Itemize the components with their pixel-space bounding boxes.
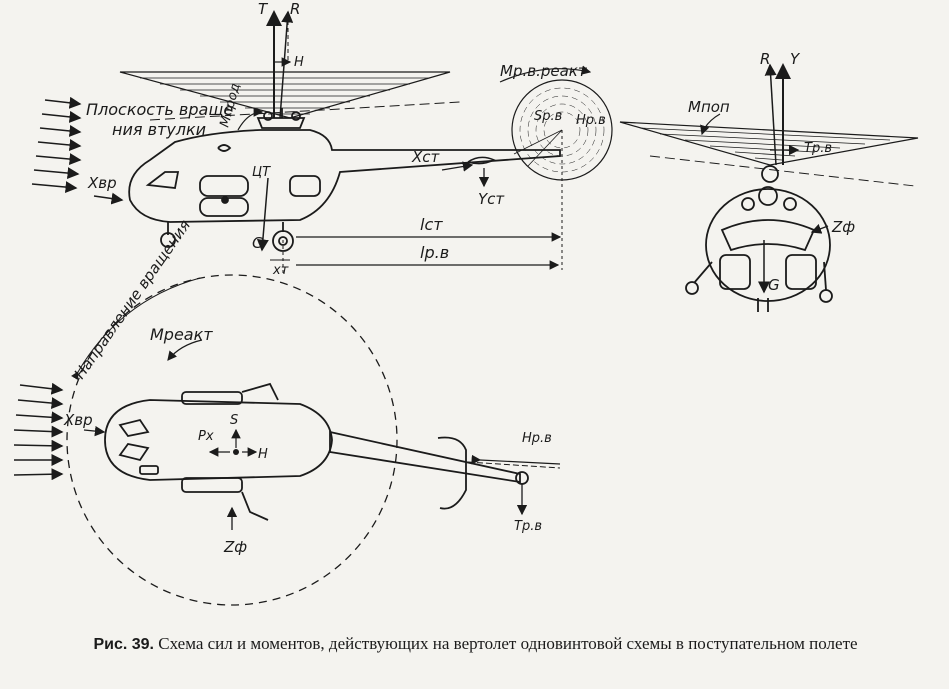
caption-text: Схема сил и моментов, действующих на вер… [158, 634, 858, 653]
label-X-vr-top: Xвр [63, 411, 93, 429]
label-x-T: xт [272, 263, 289, 278]
figure-caption: Рис. 39. Схема сил и моментов, действующ… [8, 632, 943, 656]
label-G: G [252, 234, 264, 252]
label-P-x: Pх [198, 429, 214, 444]
label-M-pop: Mпоп [688, 98, 730, 116]
label-l-rv: lр.в [420, 243, 449, 262]
hub-plane-line [149, 101, 461, 121]
helicopter-force-diagram: T R H Плоскость враще ния втулки Mпрод [13, 0, 919, 606]
label-plane-line2: ния втулки [112, 120, 206, 139]
helicopter-front-body [685, 165, 833, 312]
label-G-front: G [768, 276, 780, 294]
side-view: T R H Плоскость враще ния втулки Mпрод [31, 0, 613, 278]
label-H: H [294, 55, 304, 70]
label-H-top: H [258, 447, 268, 462]
caption-lead: Рис. 39. [93, 636, 154, 653]
label-T: T [258, 0, 269, 18]
label-plane-line1: Плоскость враще [86, 100, 233, 119]
label-CT: ЦТ [252, 165, 271, 180]
label-T-rv-front: Tр.в [804, 141, 832, 156]
label-R-front: R [760, 50, 770, 68]
label-M-react: Mреакт [150, 325, 213, 344]
vector-X-vr-side [93, 192, 124, 205]
label-M-rv-react: Mр.в.реакт [500, 62, 588, 80]
label-Z-f-front: Zф [831, 218, 855, 236]
airflow-arrows-top [13, 382, 64, 481]
label-Y-st: Yст [478, 190, 505, 208]
label-T-rv-top: Tр.в [514, 519, 542, 534]
label-l-st: lст [420, 215, 443, 234]
helicopter-side-body [128, 108, 561, 252]
label-H-rv-top: Hр.в [522, 431, 552, 446]
label-Y-front: Y [790, 50, 801, 68]
label-X-st: Xст [411, 148, 441, 166]
airflow-arrows-side [31, 96, 82, 194]
front-view: R Y Mпоп Tр.в Zф G [619, 50, 919, 312]
front-rotor-cone [619, 121, 919, 166]
main-rotor-cone [119, 71, 451, 119]
label-direction: Направление вращения [71, 217, 195, 383]
label-R: R [290, 0, 300, 18]
label-S-rv: Sр.в [534, 109, 562, 124]
rotor-disc-top [66, 274, 398, 606]
label-S: S [230, 413, 238, 428]
tail-rotor-disc [511, 79, 613, 181]
helicopter-top-body [104, 382, 529, 521]
label-Z-f-top: Zф [223, 538, 247, 556]
label-H-rv-side: Hр.в [576, 113, 606, 128]
label-X-vr-side: Xвр [87, 174, 117, 192]
